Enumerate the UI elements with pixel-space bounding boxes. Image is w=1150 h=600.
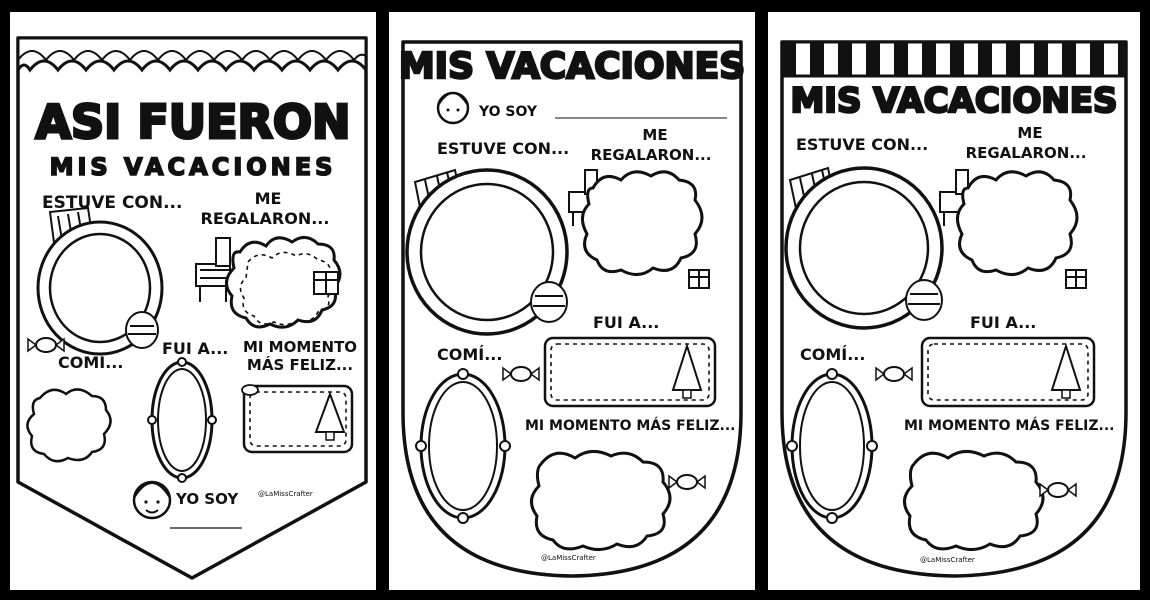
candy-icon [875,366,913,382]
label-me: ME [642,126,667,144]
label-yo-soy: YO SOY [175,490,239,508]
oval-frame [147,357,217,483]
candy-icon [27,337,65,353]
label-estuve-con: ESTUVE CON... [437,139,569,158]
oval-frame [786,368,878,524]
label-regalaron: REGALARON... [201,209,330,228]
label-fui-a: FUI A... [593,313,659,332]
gifts-cloud-frame [956,170,1079,276]
label-estuve-con: ESTUVE CON... [796,135,928,154]
label-mi-momento: MI MOMENTO MÁS FELIZ... [904,417,1114,434]
label-mi-momento: MI MOMENTO [243,338,357,356]
label-comi: COMÍ... [437,345,502,364]
label-estuve-con: ESTUVE CON... [42,193,182,213]
page-title: MIS VACACIONES [399,46,745,87]
credit: @LaMissCrafter [258,490,313,498]
gift-box-icon [688,269,710,289]
pennant-mis-vacaciones: MIS VACACIONES YO SOY ESTUVE CON... ME R… [389,12,755,590]
label-mi-momento: MI MOMENTO MÁS FELIZ... [525,417,735,434]
label-comi: COMÍ... [58,353,123,372]
christmas-tree-icon [314,391,346,441]
photo-frame-round [405,168,569,336]
gifts-cloud-frame [225,236,342,329]
mitten-icon [125,311,159,349]
pennant-3-art: MIS VACACIONES ESTUVE CON... ME REGALARO… [780,40,1128,578]
label-comi: COMÍ... [800,345,865,364]
candy-icon-2 [241,384,259,396]
label-mas-feliz: MÁS FELIZ... [247,355,353,374]
wavy-line [17,50,367,62]
label-regalaron: REGALARON... [591,146,712,164]
gifts-cloud-dash [239,251,335,326]
candy-icon-2 [1039,482,1077,498]
label-me: ME [1017,124,1042,142]
christmas-tree-icon [1050,342,1082,399]
label-me: ME [255,189,282,208]
happy-moment-frame [242,384,354,454]
credit: @LaMissCrafter [920,556,975,564]
pennant-asi-fueron: ASI FUERON MIS VACACIONES ESTUVE CON... … [10,12,376,590]
mitten-icon [905,279,943,321]
pennant-1-art: ASI FUERON MIS VACACIONES ESTUVE CON... … [16,36,368,580]
photo-frame-round [784,166,944,330]
label-fui-a: FUI A... [162,339,228,358]
page-title: MIS VACACIONES [790,81,1117,121]
christmas-tree-icon [671,342,703,399]
gift-box-icon [1065,269,1087,289]
happy-cloud-frame [530,450,672,551]
pennant-2-art: MIS VACACIONES YO SOY ESTUVE CON... ME R… [398,40,746,578]
gift-box-icon [313,271,339,295]
boy-face-icon [436,91,470,125]
pennant-mis-vacaciones-2: MIS VACACIONES ESTUVE CON... ME REGALARO… [768,12,1140,590]
label-yo-soy: YO SOY [478,104,538,120]
gifts-cloud-frame [581,170,704,276]
oval-frame [415,368,511,524]
destination-frame [920,336,1096,408]
label-fui-a: FUI A... [970,313,1036,332]
candy-icon [502,366,540,382]
label-regalaron: REGALARON... [966,144,1087,162]
page-title: ASI FUERON [35,95,350,149]
page-subtitle: MIS VACACIONES [50,153,337,181]
girl-face-icon [132,480,172,520]
credit: @LaMissCrafter [541,554,596,562]
candy-icon-2 [668,474,706,490]
striped-header [780,40,1128,78]
food-cloud-frame [26,388,112,463]
mitten-icon [530,281,568,323]
happy-cloud-frame [903,450,1045,551]
